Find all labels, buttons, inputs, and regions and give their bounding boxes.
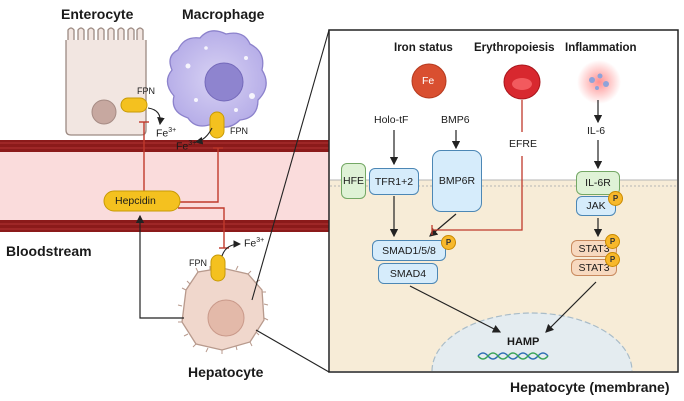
fpn-enterocyte-transporter <box>120 97 148 113</box>
arrow-smad-to-hamp <box>409 285 502 333</box>
fpn-macrophage-transporter <box>209 111 225 139</box>
arrow-stat3-to-hamp <box>545 281 597 333</box>
fpn-enterocyte-label: FPN <box>137 86 155 96</box>
fe-export-arrow-macrophage <box>194 127 213 145</box>
fe-enterocyte-label: Fe3+ <box>156 127 177 140</box>
hepcidin-pill <box>103 190 181 212</box>
hfe-box: HFE <box>341 163 366 199</box>
fe-iron-circle <box>411 63 447 99</box>
macrophage-label: Macrophage <box>182 6 265 22</box>
red-blood-cell-icon <box>503 64 541 100</box>
hepatocyte-cell <box>177 263 269 354</box>
smad158-box: SMAD1/5/8 <box>372 240 446 261</box>
dna-helix <box>477 352 549 360</box>
enterocyte-cell <box>65 27 147 136</box>
fpn-hepatocyte-transporter <box>210 254 226 282</box>
enterocyte-label: Enterocyte <box>61 6 134 22</box>
zoom-line-bottom <box>255 329 330 373</box>
hamp-label: HAMP <box>507 336 540 348</box>
hepcidin-secretion-arrow <box>135 214 184 319</box>
fpn-macrophage-label: FPN <box>230 126 248 136</box>
smad4-box: SMAD4 <box>378 263 438 284</box>
il6-label: IL-6 <box>587 125 606 137</box>
jak-box: JAK <box>576 196 616 216</box>
iron-status-label: Iron status <box>394 42 453 54</box>
bmp6r-box: BMP6R <box>432 150 482 212</box>
zoom-line-top <box>251 29 330 301</box>
arrow-bmp6r-to-smad <box>429 213 457 237</box>
bloodstream-label: Bloodstream <box>6 243 92 259</box>
stat3-phospho-badge-b: P <box>605 252 620 267</box>
bmp6-label: BMP6 <box>441 114 470 126</box>
hepcidin-label: Hepcidin <box>115 195 156 207</box>
blood-vessel <box>0 140 329 232</box>
jak-phospho-badge: P <box>608 191 623 206</box>
fe-hepatocyte-label: Fe3+ <box>244 237 265 250</box>
fe-circle-label: Fe <box>422 75 435 87</box>
fe-export-arrow-enterocyte <box>147 107 165 126</box>
tfr-box: TFR1+2 <box>369 168 419 195</box>
erythropoiesis-label: Erythropoiesis <box>474 42 555 54</box>
stat3-box-a: STAT3 <box>571 240 617 257</box>
smad-phospho-badge: P <box>441 235 456 250</box>
macrophage-cell <box>166 30 267 128</box>
inflammation-icon <box>577 60 621 104</box>
fe-export-arrow-hepatocyte <box>221 240 242 257</box>
inflammation-label: Inflammation <box>565 42 637 54</box>
efre-label: EFRE <box>509 138 538 150</box>
stat3-phospho-badge-a: P <box>605 234 620 249</box>
il6r-box: IL-6R <box>576 171 620 195</box>
panel-caption: Hepatocyte (membrane) <box>510 379 670 395</box>
fpn-hepatocyte-label: FPN <box>189 258 207 268</box>
hepatocyte-label: Hepatocyte <box>188 364 264 380</box>
efre-inhibition-line <box>431 100 523 235</box>
fe-macrophage-label: Fe3+ <box>176 140 197 153</box>
holo-tf-label: Holo-tF <box>374 114 409 126</box>
hepatocyte-panel <box>328 29 679 373</box>
